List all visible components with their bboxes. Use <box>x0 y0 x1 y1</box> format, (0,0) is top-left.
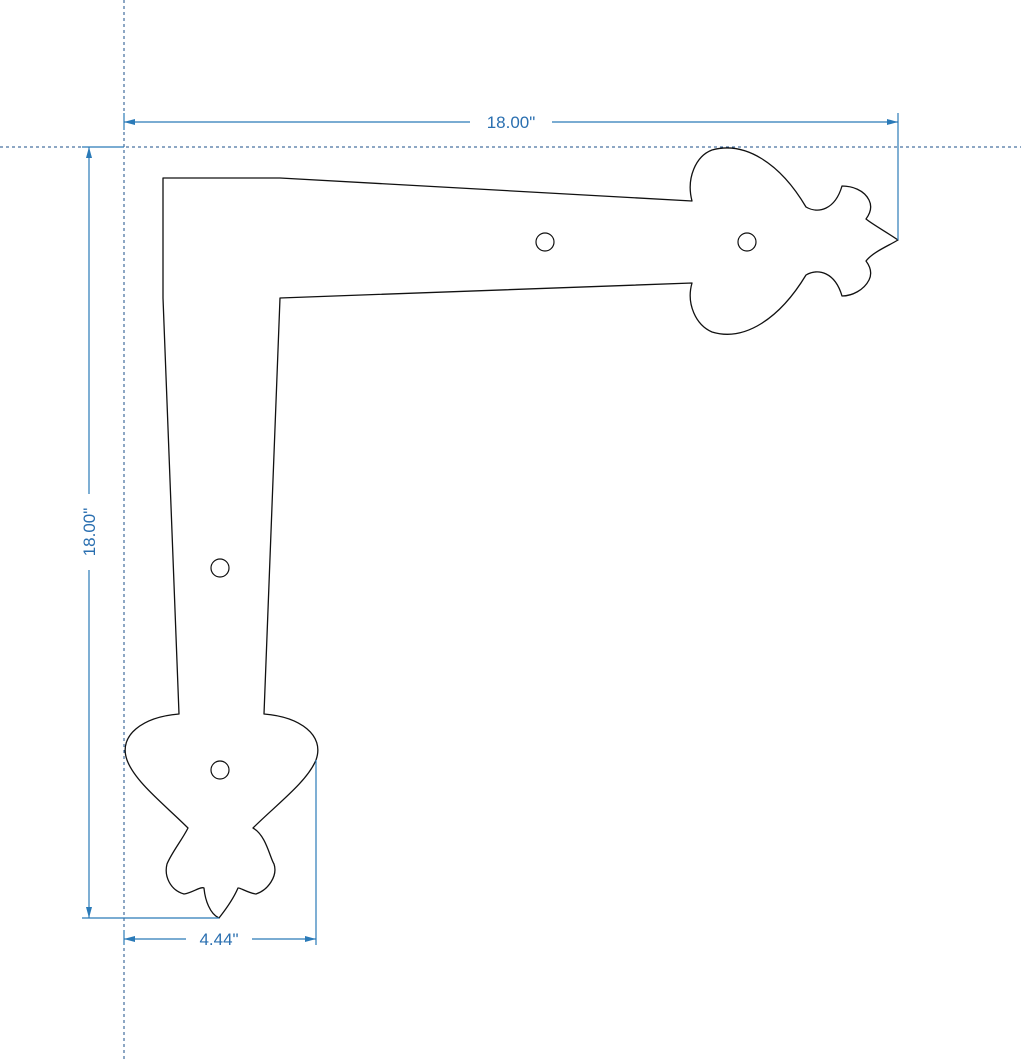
bottom-width-label: 4.44" <box>199 930 238 949</box>
mounting-hole-left-upper <box>210 558 230 578</box>
l-shaped-strap-hinge-outline <box>124 147 899 919</box>
mounting-hole-left-lower <box>210 760 230 780</box>
left-height-label: 18.00" <box>80 508 99 557</box>
top-width-label: 18.00" <box>487 113 536 132</box>
mounting-hole-top-inner <box>535 232 555 252</box>
top-width-dimension: 18.00" <box>123 113 899 240</box>
mounting-hole-top-outer <box>737 232 757 252</box>
bottom-width-dimension: 4.44" <box>123 760 317 949</box>
left-height-dimension: 18.00" <box>80 146 219 919</box>
